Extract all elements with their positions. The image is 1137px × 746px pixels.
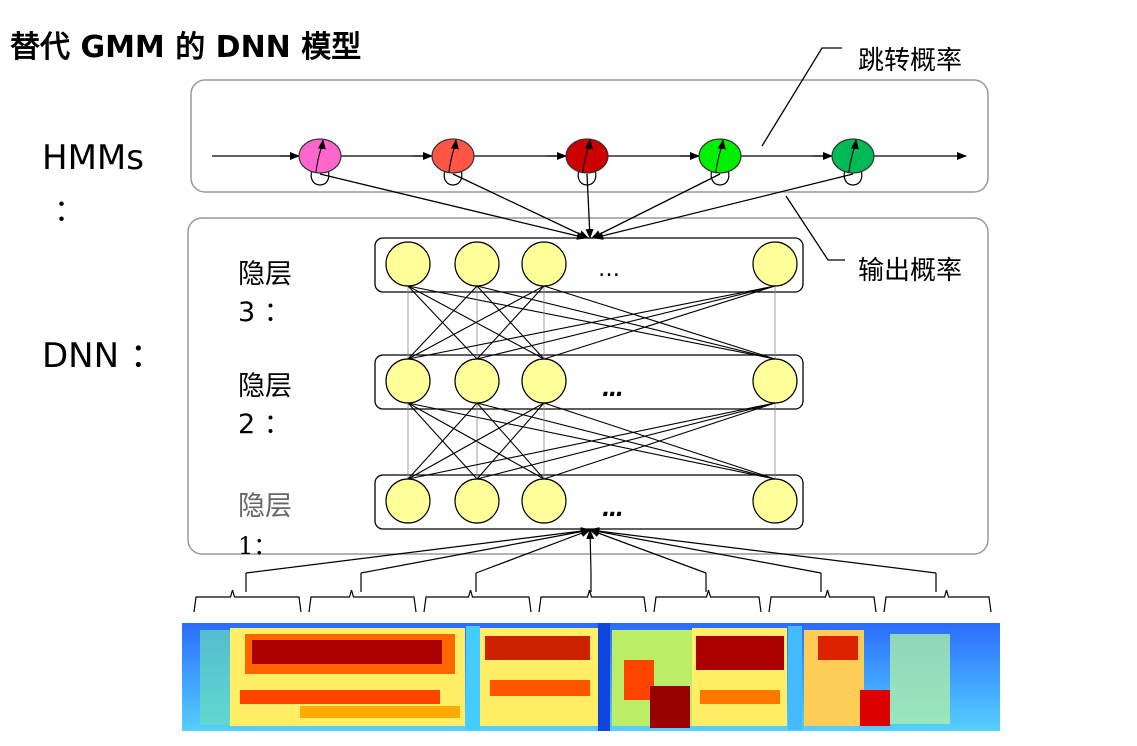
dnn-connection	[407, 285, 545, 360]
frame-brace	[538, 589, 647, 613]
dnn-connection	[407, 285, 776, 360]
input-line	[589, 527, 822, 574]
hmm-label-colon: ：	[54, 194, 84, 229]
input-line	[586, 529, 595, 574]
input-line	[475, 529, 591, 574]
dnn-connection	[407, 402, 545, 480]
dnn-label: DNN ：	[42, 336, 164, 376]
output-probability-label: 输出概率	[858, 256, 963, 286]
layer1-number: 1：	[238, 532, 278, 560]
emission-lines	[319, 173, 854, 240]
hmm-self-loop-arrow	[848, 139, 859, 173]
dnn-connection	[543, 285, 776, 360]
hmm-self-loop-arrow	[582, 139, 593, 173]
hmm-label: HMMs	[42, 138, 144, 178]
emission-line	[319, 173, 587, 240]
dnn-neuron	[752, 358, 798, 404]
hmm-states	[298, 138, 875, 186]
input-lines	[245, 527, 937, 592]
layer3-name: 隐层	[238, 259, 292, 290]
hmm-self-loop	[310, 169, 330, 186]
input-line	[589, 529, 707, 574]
dnn-neuron	[385, 241, 431, 287]
frame-brace	[423, 589, 532, 613]
layer2-name: 隐层	[238, 371, 292, 402]
dnn-panel	[187, 217, 989, 555]
emission-line	[591, 173, 721, 239]
layer2-number: 2 ：	[238, 409, 291, 440]
input-line	[589, 527, 937, 574]
frame-brace	[653, 589, 762, 613]
dnn-connections	[407, 285, 776, 480]
hmm-self-loop	[843, 169, 863, 186]
frame-brace	[308, 589, 417, 613]
hmm-self-loop	[443, 169, 463, 186]
layer3-box	[374, 237, 804, 293]
hmm-self-loop	[710, 169, 730, 186]
hmm-panel	[190, 79, 989, 193]
dnn-neuron	[454, 241, 500, 287]
hmm-self-loop-arrow	[448, 139, 459, 173]
dnn-connection	[476, 285, 545, 360]
dnn-neuron	[385, 478, 431, 524]
hmm-state	[565, 138, 609, 174]
dnn-connection	[407, 402, 776, 480]
layer1-box	[374, 474, 804, 530]
hmm-self-loop-arrow	[715, 139, 726, 173]
hmm-state	[431, 138, 475, 174]
layer2-box	[374, 354, 804, 410]
dnn-connection	[476, 285, 776, 360]
hmm-state	[698, 138, 742, 174]
dnn-neuron	[521, 241, 567, 287]
emission-pointer	[785, 195, 845, 261]
frame-brace	[768, 589, 877, 613]
frame-brace	[193, 589, 302, 613]
dnn-neuron	[454, 478, 500, 524]
dnn-neurons	[385, 241, 798, 524]
dnn-neuron	[752, 241, 798, 287]
dnn-neuron	[521, 358, 567, 404]
emission-line	[593, 173, 854, 240]
emission-line	[452, 173, 589, 239]
dnn-connection	[543, 402, 776, 480]
input-line	[245, 527, 591, 574]
layer3-number: 3 ：	[238, 297, 291, 328]
page-title: 替代 GMM 的 DNN 模型	[10, 30, 362, 65]
frame-braces	[193, 589, 992, 613]
dnn-connection	[407, 402, 478, 480]
dnn-neuron	[521, 478, 567, 524]
emission-line	[585, 173, 594, 239]
input-line	[360, 527, 591, 574]
dnn-connection	[476, 402, 776, 480]
transition-probability-label: 跳转概率	[858, 46, 963, 76]
frame-brace	[883, 589, 992, 613]
layer2-ellipsis: …	[602, 377, 624, 402]
hmm-state	[298, 138, 342, 174]
dnn-connection	[407, 285, 478, 360]
layer3-ellipsis: …	[598, 257, 620, 282]
dnn-neuron	[454, 358, 500, 404]
dnn-connection	[476, 402, 545, 480]
layer1-name: 隐层	[238, 491, 292, 522]
transition-pointer	[761, 47, 842, 147]
hmm-self-loop-arrow	[315, 139, 326, 173]
spectrogram	[182, 623, 1000, 731]
layer1-ellipsis: …	[602, 497, 624, 522]
dnn-neuron	[385, 358, 431, 404]
hmm-state	[831, 138, 875, 174]
dnn-neuron	[752, 478, 798, 524]
